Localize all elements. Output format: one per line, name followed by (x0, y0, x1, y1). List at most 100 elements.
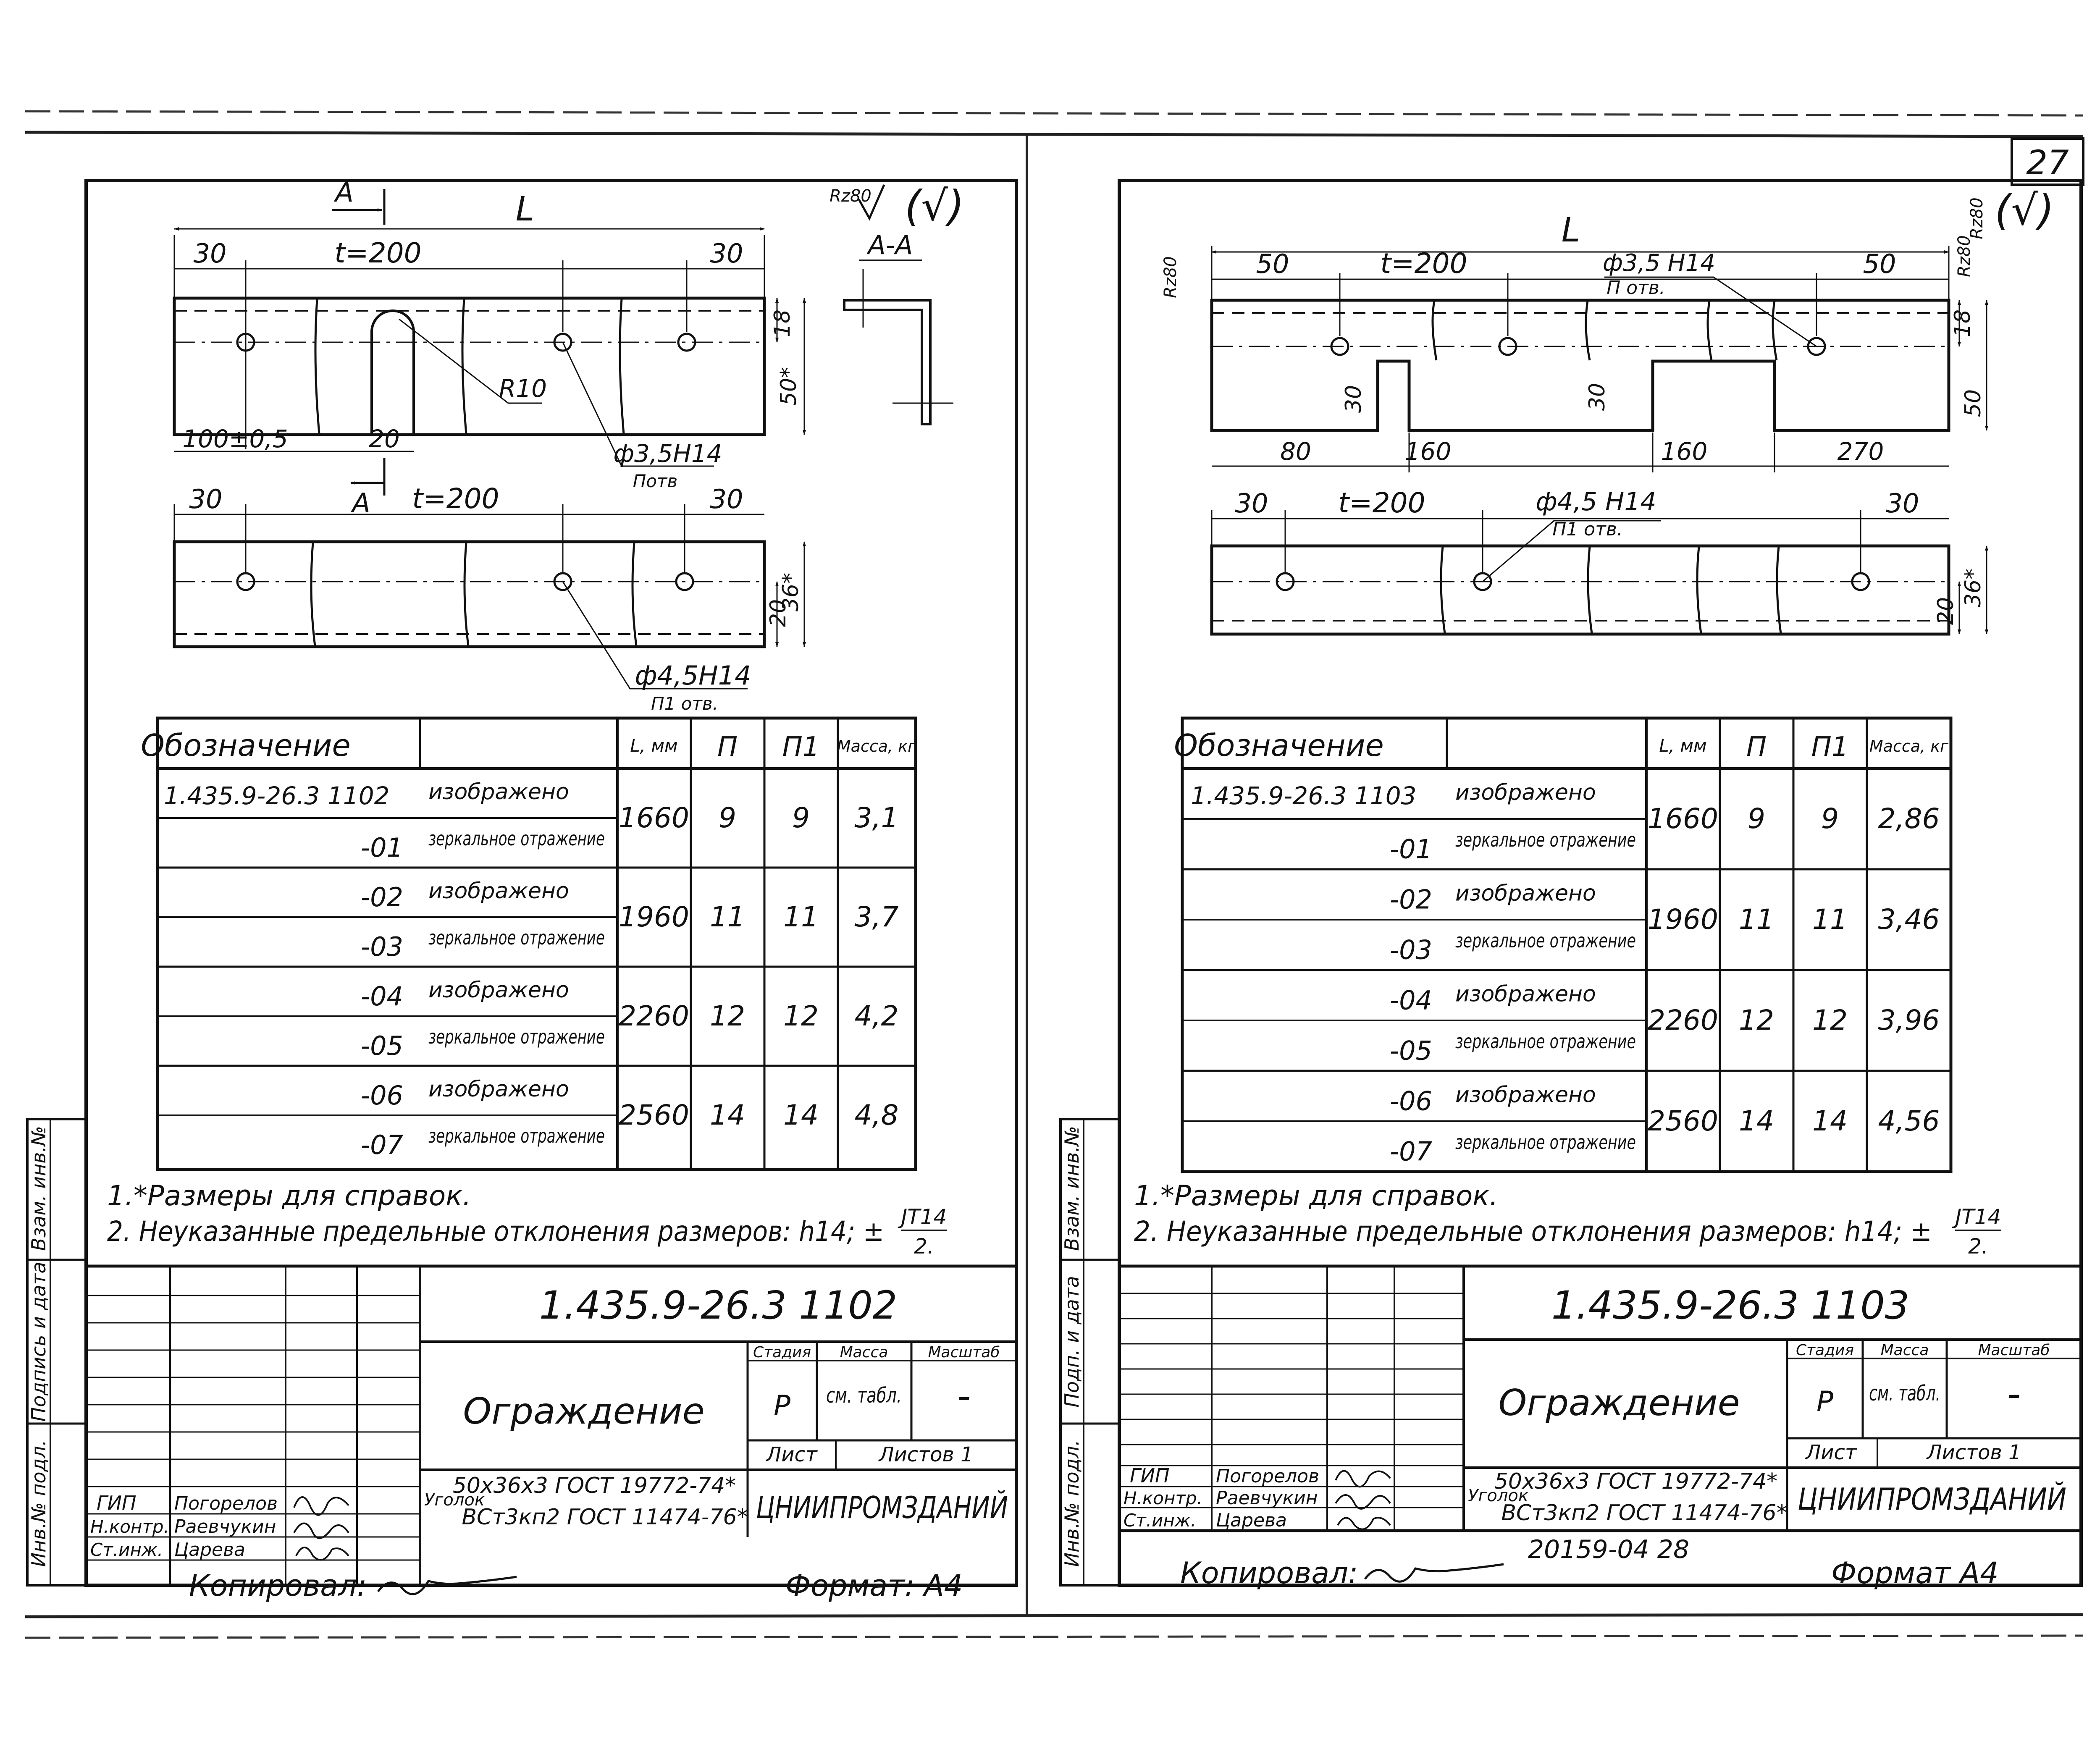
left-row-desc: зеркальное отражение (428, 1025, 605, 1048)
left-lower-dim-20: 20 (766, 599, 791, 627)
right-table: Обозначение L, мм П П1 Масса, кг 1.435.9… (1174, 716, 1953, 1173)
left-dim-R10: R10 (499, 374, 547, 403)
left-row-code: -06 (361, 1080, 403, 1111)
right-note-frac-num: JT14 (1952, 1205, 2001, 1229)
sheet-left: L 30 t=200 30 A A Rz80 (√) A-A (26, 177, 1018, 1603)
right-lower-break-2 (1587, 546, 1593, 634)
right-tb-name-2: Раевчукин (1216, 1487, 1318, 1509)
right-group-n: 14 (1739, 1105, 1774, 1137)
right-row-desc: зеркальное отражение (1455, 1030, 1636, 1053)
right-row-desc: зеркальное отражение (1455, 829, 1636, 851)
right-th-n: П (1746, 732, 1767, 763)
left-group-n: 14 (710, 1099, 745, 1131)
right-dim-160b: 160 (1661, 437, 1708, 466)
right-tb-org: ЦНИИПРОМЗДАНИЙ (1798, 1482, 2066, 1517)
left-row-desc: изображено (428, 1077, 569, 1102)
left-group-L: 2560 (619, 1099, 689, 1131)
right-dim-160a: 160 (1405, 437, 1452, 466)
scan-top-edge-dashed (25, 110, 2084, 117)
right-tb-sheet: Лист (1805, 1441, 1858, 1464)
right-upper-angle-outline (1210, 299, 1950, 432)
left-tb-role-2: Н.контр. (90, 1516, 169, 1537)
right-tb-name: Ограждение (1498, 1382, 1740, 1424)
left-lower-break-1 (310, 542, 316, 646)
left-tb-sheets: Листов 1 (878, 1443, 973, 1466)
right-dim-50-left: 50 (1256, 249, 1289, 279)
right-group-mass: 4,56 (1878, 1105, 1940, 1137)
right-lower-dim-pitch: t=200 (1338, 487, 1425, 519)
right-row-code: -07 (1390, 1136, 1432, 1167)
right-side-stamp-3: Инв.№ подл. (1060, 1440, 1083, 1567)
left-tb-name-1: Погорелов (174, 1493, 278, 1514)
left-note-frac-den: 2. (914, 1234, 934, 1259)
right-group-L: 1660 (1648, 802, 1718, 835)
right-side-stamp: Взам. инв.№ Подп. и дата Инв.№ подл. (1059, 1118, 1121, 1587)
left-lower-dim-pitch: t=200 (412, 483, 499, 515)
left-upper-view: L 30 t=200 30 A A Rz80 (√) A-A (173, 177, 964, 519)
right-lower-angle-outline (1210, 544, 1950, 636)
left-hole-top-leader (562, 342, 714, 467)
left-copied-label: Копировал: (189, 1568, 367, 1603)
right-dim-18: 18 (1950, 309, 1975, 337)
left-tb-mass-hdr: Масса (840, 1344, 888, 1361)
right-group-n: 12 (1739, 1004, 1774, 1036)
right-group-n: 9 (1748, 802, 1765, 835)
right-tb-stage: Р (1816, 1385, 1833, 1418)
right-tb-name-1: Погорелов (1216, 1466, 1319, 1487)
right-roughness-left: Rz80 (1161, 256, 1180, 298)
left-upper-break-1 (314, 299, 320, 434)
right-lower-break-3 (1696, 546, 1702, 634)
left-row-desc: зеркальное отражение (428, 926, 605, 949)
left-group-n1: 11 (783, 901, 819, 933)
left-tb-name: Ограждение (463, 1390, 704, 1432)
scan-bottom-edge-dashed (25, 1634, 2084, 1639)
right-group-L: 2560 (1648, 1105, 1718, 1137)
left-tb-name-3: Царева (174, 1539, 245, 1560)
left-group-n: 9 (719, 802, 736, 834)
right-lower-dim-36: 36* (1961, 569, 1986, 607)
right-upper-break-1 (1431, 301, 1438, 361)
left-dim-30-right: 30 (710, 238, 743, 269)
right-row-desc: изображено (1455, 981, 1596, 1007)
left-dim-30-left: 30 (194, 238, 227, 269)
left-th-mass: Масса, кг (837, 737, 916, 755)
left-row-desc: изображено (428, 978, 569, 1003)
right-lower-break-1 (1440, 546, 1446, 634)
left-hole-top-note: Потв (633, 471, 678, 491)
left-title-block-frame (84, 1264, 1018, 1587)
right-footer-number: 20159-04 28 (1528, 1535, 1689, 1564)
left-upper-break-2 (461, 299, 467, 434)
right-tb-material-2: ВСт3кп2 ГОСТ 11474-76* (1501, 1500, 1787, 1526)
left-copied-signature (377, 1576, 517, 1595)
left-th-designation: Обозначение (141, 728, 351, 763)
right-tb-role-2: Н.контр. (1124, 1488, 1202, 1508)
left-dim-18: 18 (770, 309, 795, 337)
right-signature-2 (1335, 1494, 1391, 1510)
left-tb-designation: 1.435.9-26.3 1102 (539, 1283, 898, 1328)
left-group-n1: 12 (783, 1000, 819, 1032)
left-row-desc: зеркальное отражение (428, 1125, 605, 1147)
right-tb-mass: см. табл. (1869, 1381, 1940, 1406)
left-side-stamp-3: Инв.№ подл. (27, 1440, 50, 1567)
right-row-code: -06 (1390, 1086, 1432, 1117)
left-group-mass: 4,8 (855, 1099, 899, 1131)
left-row-code: -05 (361, 1031, 403, 1061)
left-section-title: A-A (866, 230, 913, 260)
right-lower-dim-30-left: 30 (1235, 488, 1268, 519)
right-dim-L: L (1562, 210, 1580, 249)
right-tb-mass-hdr: Масса (1881, 1342, 1929, 1359)
right-group-mass: 3,46 (1878, 903, 1940, 936)
right-roughness-check: (√) (1995, 186, 2054, 235)
left-section-profile (843, 299, 932, 425)
left-tb-mass: см. табл. (826, 1383, 902, 1408)
right-lower-view: 30 t=200 ф4,5 H14 П1 отв. 30 20 36* (1210, 487, 1988, 636)
right-hole-bottom-leader (1482, 520, 1661, 582)
right-group-n: 11 (1739, 903, 1774, 936)
right-row-desc: изображено (1455, 1082, 1596, 1107)
right-note-2: 2. Неуказанные предельные отклонения раз… (1134, 1215, 1932, 1248)
left-signature-2 (293, 1522, 349, 1539)
right-tb-scale-hdr: Масштаб (1978, 1342, 2050, 1359)
left-signature-3 (295, 1547, 349, 1561)
right-row-desc: зеркальное отражение (1455, 929, 1636, 952)
